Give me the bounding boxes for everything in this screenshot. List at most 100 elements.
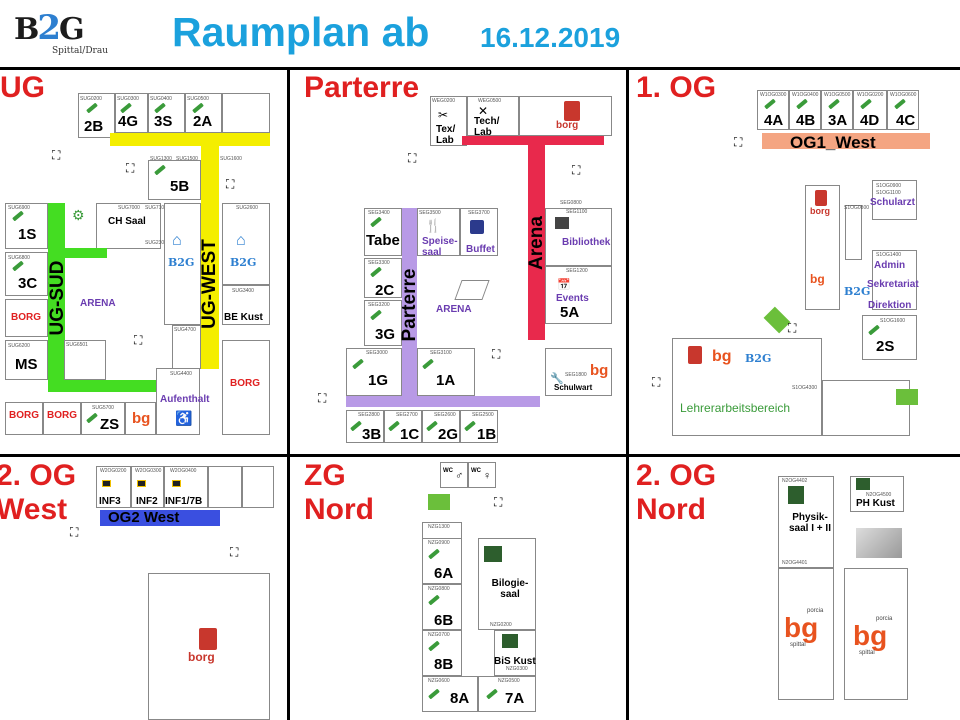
room-3a[interactable] [821,90,853,130]
room-inf1-7b[interactable] [164,466,208,508]
room-2s[interactable] [862,315,917,360]
room-label: 8A [450,690,470,707]
room-1g[interactable] [346,348,402,396]
schularzt-label: Schularzt [870,197,916,208]
room-label: 4D [860,112,880,129]
room-code: SUG6501 [66,342,88,348]
wheelchair-icon: ♿ [175,410,193,426]
room-inf2[interactable] [131,466,164,508]
room-label: Buffet [466,244,495,255]
room-ch-saal[interactable] [96,203,161,249]
room-2b[interactable] [78,93,115,138]
room-5b[interactable] [148,160,201,200]
room-tabe[interactable] [364,208,402,256]
corridor-green-h [48,380,156,392]
physics-icon [856,478,870,490]
room-label: 2G [438,426,459,443]
room-label: 4G [118,113,139,130]
room-code: SEG2700 [396,412,418,418]
room-og2n-bg1 [778,568,834,700]
room-code: SUG3400 [232,288,254,294]
room-label: INF1/7B [165,496,203,507]
room-8b[interactable] [422,630,462,676]
room-code: SUG0400 [150,96,172,102]
room-og2-b [242,466,274,508]
room-1s[interactable] [5,203,48,249]
room-1a[interactable] [417,348,475,396]
room-lehrer-ext [822,380,910,436]
room-2c[interactable] [364,258,402,298]
room-tech-lab[interactable] [467,96,519,136]
borg-logo-text: borg [188,650,215,664]
room-3c[interactable] [5,252,48,296]
room-schulwart[interactable] [545,348,612,396]
room-4b[interactable] [789,90,821,130]
room-label: 7A [505,690,525,707]
og1-west-label: OG1_West [790,133,876,152]
room-4a[interactable] [757,90,789,130]
room-label: 1A [436,372,456,389]
room-borg-west [222,340,270,435]
arena-label: ARENA [80,298,116,309]
aufenthalt-label: Aufenthalt [160,394,210,405]
porcia-text: porcia [876,616,893,622]
room-4d[interactable] [853,90,887,130]
panel-zgnord-title1: ZG [304,459,346,492]
room-og2n-bg2 [844,568,908,700]
room-3s[interactable] [148,93,185,133]
room-code: NZG0800 [428,586,450,592]
room-ms[interactable] [5,340,48,380]
arena-shape [454,280,490,300]
room-label: 3B [362,426,382,443]
room-code: W2OG0300 [135,468,162,474]
room-4g[interactable] [115,93,148,133]
room-code: SUG1300 [150,156,172,162]
corridor-green-v [48,203,65,388]
stairs-icon: ⛶ [318,391,327,405]
room-3g[interactable] [364,300,402,346]
room-tex-lab[interactable] [430,96,467,146]
room-aufenthalt[interactable] [156,368,200,435]
room-code: W2OG0400 [170,468,197,474]
room-code: SUG0500 [187,96,209,102]
room-events[interactable] [545,266,612,324]
room-wc-women[interactable] [468,462,496,488]
stairs-icon: ⛶ [408,151,417,165]
room-2a[interactable] [185,93,222,133]
room-ug-corner [222,93,270,133]
room-code: NZG0300 [506,666,528,672]
room-6a[interactable] [422,538,462,584]
ug-sud-label: UG-SÜD [47,260,68,336]
room-speisesaal[interactable] [417,208,460,256]
ug-west-label: UG-WEST [199,239,220,329]
sekretariat-label: Sekretariat [867,279,919,290]
room-label: PH Kust [856,498,895,509]
direktion-label: Direktion [868,300,912,311]
corridor-yellow-h [110,133,270,146]
logo-icon: B2G [745,352,772,365]
biology-icon [502,634,518,648]
room-inf3[interactable] [96,466,131,508]
room-label: Tech/ Lab [474,116,500,138]
room-label: BiS Kust [494,656,536,667]
room-label: 5A [560,304,580,321]
logo-text: B2G [14,8,85,48]
room-be-kust[interactable] [222,285,270,325]
room-admin[interactable] [872,250,917,310]
room-code: SEG2600 [434,412,456,418]
stairs-icon: ⛶ [572,163,581,177]
room-schularzt[interactable] [872,180,917,220]
room-code: SUG4700 [174,327,196,333]
room-4c[interactable] [887,90,919,130]
room-zs[interactable] [81,402,125,435]
room-wc-men[interactable] [440,462,468,488]
room-physiksaal[interactable] [778,476,834,568]
panel-parterre-title: Parterre [304,71,420,104]
grid-line-top [0,67,960,70]
room-code: WEG0500 [478,98,502,104]
room-code: SEG3100 [430,350,452,356]
room-label: 6B [434,612,454,629]
scissors-icon: ✂ [438,108,449,122]
room-6b[interactable] [422,584,462,630]
room-code: SEG3000 [366,350,388,356]
